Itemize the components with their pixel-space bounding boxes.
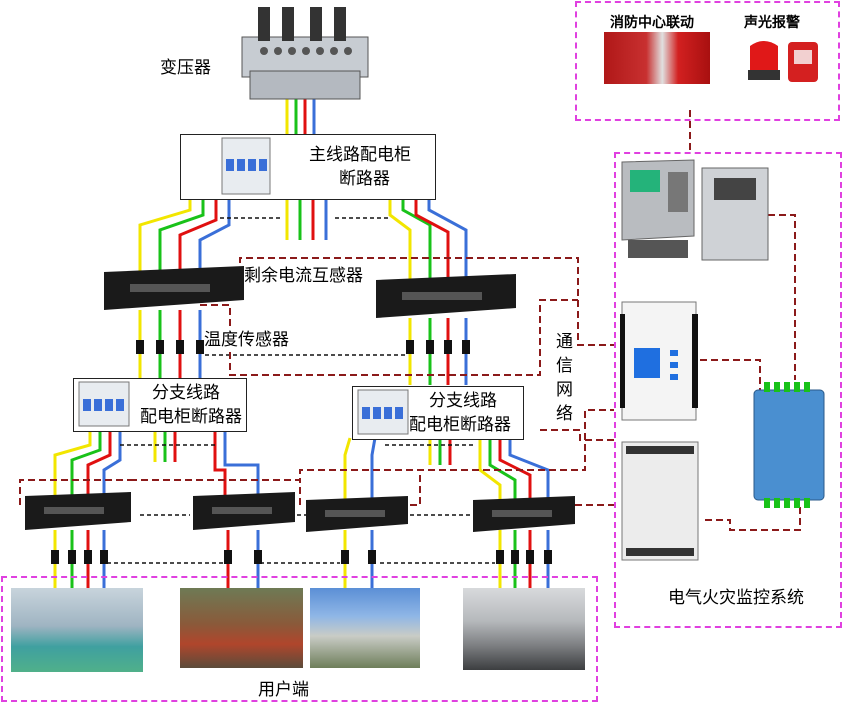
alarm-label: 声光报警	[744, 15, 800, 31]
main-breaker-label-2: 断路器	[339, 169, 390, 189]
temp-sensor-label: 温度传感器	[204, 330, 289, 350]
monitor-cabinet	[700, 166, 770, 262]
ct-icon	[306, 496, 408, 532]
branch-right-label-1: 分支线路	[429, 391, 497, 411]
alarm-light-icon	[748, 41, 818, 82]
users-region	[1, 576, 598, 702]
main-down-wires	[138, 198, 468, 282]
lower-ct-1	[22, 492, 134, 530]
main-breaker-box: 主线路配电柜 断路器	[180, 134, 436, 200]
ct-icon	[104, 266, 244, 310]
buildings-photo	[310, 588, 420, 668]
detector-icon	[620, 301, 698, 421]
alarm-device-image	[742, 36, 822, 86]
ct-icon	[193, 492, 295, 530]
lower-ct-4	[470, 496, 578, 532]
users-label: 用户端	[258, 680, 309, 700]
cabinet-icon	[701, 167, 769, 261]
residual-ct-left	[100, 266, 248, 310]
fire-system-label: 电气火灾监控系统	[668, 588, 804, 608]
module-icon	[621, 441, 699, 561]
lower-ct-3	[303, 496, 411, 532]
ct-to-branch-wires	[138, 310, 468, 385]
breaker-icon	[78, 381, 130, 427]
ct-icon	[25, 492, 131, 530]
branch-down-wires	[53, 430, 550, 500]
transformer-label: 变压器	[160, 58, 211, 78]
temp-sensors	[136, 340, 470, 354]
ct-icon	[473, 496, 575, 532]
signal-dashed-lines	[100, 217, 495, 564]
console-icon	[621, 159, 695, 258]
branch-breaker-right: 分支线路 配电柜断路器	[352, 386, 524, 440]
residual-ct-label: 剩余电流互感器	[244, 266, 363, 286]
monitor-detector	[620, 300, 698, 422]
comm-label-1: 通	[556, 332, 573, 352]
lower-sensors	[51, 550, 552, 564]
transformer-wires	[285, 98, 316, 135]
ct-icon	[376, 274, 516, 318]
monitor-module	[620, 440, 700, 562]
fire-center-label: 消防中心联动	[610, 15, 694, 31]
comm-label-3: 网	[556, 380, 573, 400]
residual-ct-right	[372, 274, 520, 318]
converter-icon	[753, 382, 825, 508]
branch-left-label-2: 配电柜断路器	[140, 407, 242, 427]
branch-breaker-left: 分支线路 配电柜断路器	[73, 378, 247, 432]
market-photo	[180, 588, 303, 668]
comm-label-2: 信	[556, 356, 573, 376]
site-photo	[463, 588, 585, 670]
branch-left-label-1: 分支线路	[152, 383, 220, 403]
transformer-image	[236, 5, 374, 101]
converter-device	[748, 380, 830, 510]
fire-system-region	[614, 152, 842, 628]
branch-right-label-2: 配电柜断路器	[409, 415, 511, 435]
lower-ct-2	[190, 492, 298, 530]
transformer-icon	[241, 7, 369, 100]
breaker-icon	[357, 389, 409, 435]
main-breaker-label-1: 主线路配电柜	[309, 145, 411, 165]
comm-label-4: 络	[556, 404, 573, 424]
fire-brigade-photo	[604, 32, 710, 84]
breaker-icon	[221, 137, 271, 195]
fire-center-region	[575, 1, 840, 121]
comm-lines	[19, 110, 801, 531]
factory-photo	[11, 588, 143, 672]
monitor-console	[620, 158, 696, 260]
